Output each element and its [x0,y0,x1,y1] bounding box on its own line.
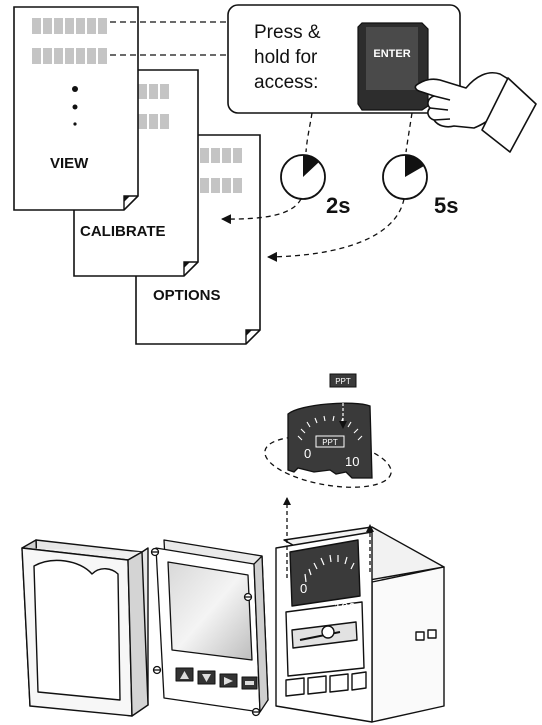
meter-scale-max: 100 [334,600,356,615]
panel-screws [150,547,261,717]
panel-keypad [175,667,258,690]
placeholder-bars [200,148,242,193]
ppt-unit-tag: PPT [329,373,357,429]
timer-2s-label: 2s [326,193,350,218]
view-page: VIEW [13,6,139,211]
ppt-tag-label: PPT [335,377,351,386]
pointing-hand-icon [414,72,537,153]
housing-buttons [285,671,367,697]
front-panel-plate [150,539,269,717]
timer-leaders [305,112,413,153]
meter-scale-min: 0 [300,581,307,596]
instruction-line-2: hold for [254,47,318,68]
arrow-to-options [267,198,405,262]
assembly-arrows [283,497,374,578]
instruction-line-3: access: [254,72,318,93]
arrow-to-calibrate [221,198,302,225]
scale-card-max: 10 [345,454,359,469]
ellipsis-dot [72,86,78,92]
meter-housing [275,526,445,723]
scale-card-unit-label: PPT [322,438,338,447]
ellipsis-dot [73,122,77,126]
ellipsis-dot [72,104,78,110]
calibrate-menu-label: CALIBRATE [80,223,166,240]
placeholder-bars [32,18,107,64]
timer-2s-icon: 2s [280,154,350,218]
view-menu-label: VIEW [50,155,89,172]
placeholder-bars [138,84,169,129]
enter-key-button[interactable]: ENTER [357,22,429,111]
front-bezel [21,539,149,717]
scale-card-min: 0 [304,446,311,461]
timer-5s-label: 5s [434,193,458,218]
scale-card: PPT 0 10 [287,402,373,479]
side-connectors [415,629,437,641]
instruction-line-1: Press & [254,22,321,43]
timer-5s-icon: 5s [382,154,458,218]
meter-scale-ticks [304,554,355,583]
enter-key-label: ENTER [373,48,410,60]
options-menu-label: OPTIONS [153,287,221,304]
